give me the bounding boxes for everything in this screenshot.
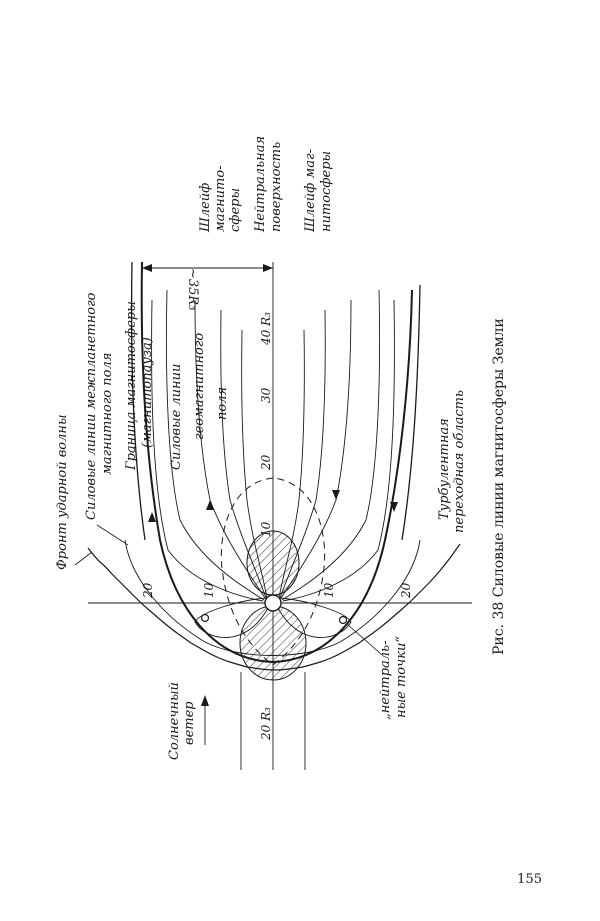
label-imf-line1: Силовые линии межпланетного: [84, 292, 99, 520]
label-imf-line2: магнитного поля: [100, 353, 115, 475]
geomagnetic-field-line: [279, 309, 326, 599]
page-number: 155: [517, 872, 542, 887]
geomagnetic-field-line: [280, 299, 352, 599]
axis-tick-40r: 40 R₃: [259, 312, 273, 346]
label-distance-35r: ~35R₃: [185, 268, 200, 310]
side-tick-20-left: 20: [141, 582, 155, 599]
neutral-point-leader: [346, 623, 383, 656]
dimension-35r-arrowhead: [142, 264, 152, 272]
label-geomagnetic-line1: Силовые линии: [169, 364, 184, 470]
axis-tick-20: 20: [259, 454, 273, 471]
label-neutral-surface-line2: поверхность: [269, 142, 284, 232]
label-neutral-surface-line1: Нейтральная: [253, 136, 268, 233]
radiation-belt-upper: [246, 530, 300, 596]
field-direction-arrow: [390, 502, 398, 512]
label-turbulent-line2: переходная область: [452, 390, 467, 533]
side-tick-10-right: 10: [322, 582, 336, 598]
side-tick-10-left: 10: [202, 582, 216, 598]
geomagnetic-field-line: [220, 309, 267, 599]
side-tick-20-right: 20: [399, 582, 413, 599]
label-bow-shock: Фронт ударной волны: [55, 414, 70, 570]
label-neutral-points-line1: „нейтраль-: [378, 640, 393, 720]
magnetopause-tail-outer: [130, 261, 146, 541]
geomagnetic-field-line: [282, 299, 395, 602]
field-direction-arrow: [332, 490, 340, 500]
dimension-35r-arrowhead: [263, 264, 273, 272]
label-solar-wind-line1: Солнечный: [167, 682, 182, 760]
neutral-point: [200, 613, 210, 623]
geomagnetic-field-line: [241, 329, 268, 599]
field-direction-arrow: [206, 500, 214, 510]
geomagnetic-field-line: [165, 289, 265, 601]
figure-caption: Рис. 38 Силовые линии магнитосферы Земли: [491, 318, 507, 655]
label-magnetopause-line2: (магнитопауза): [140, 337, 155, 448]
bow-shock-leader: [74, 551, 93, 566]
axis-tick-10: 10: [259, 521, 273, 537]
label-tail-b-line1: Шлейф маг-: [303, 149, 318, 233]
geomagnetic-field-line: [194, 597, 269, 638]
radiation-belt-lower: [239, 605, 307, 681]
label-tail-b-line2: нитосферы: [319, 151, 334, 232]
label-tail-a-line1: Шлейф: [198, 183, 213, 233]
magnetopause-tail-outer: [401, 284, 421, 541]
label-neutral-points-line2: ные точки“: [394, 636, 409, 718]
dipole-dashed-shell: [220, 477, 326, 666]
geomagnetic-field-line: [278, 329, 305, 599]
label-geomagnetic-line3: поля: [215, 387, 230, 420]
neutral-point: [338, 615, 348, 625]
solar-wind-arrowhead: [201, 695, 209, 706]
geomagnetic-field-line: [194, 299, 266, 599]
label-geomagnetic-line2: геомагнитного: [192, 333, 207, 440]
label-distance-20r: 20 R₃: [259, 707, 273, 741]
label-tail-a-line3: сферы: [228, 188, 243, 232]
axis-tick-30: 30: [259, 387, 273, 403]
field-direction-arrow: [148, 512, 156, 522]
label-turbulent-line1: Турбулентная: [437, 418, 452, 520]
earth: [264, 594, 282, 612]
label-tail-a-line2: магнито-: [213, 165, 228, 232]
label-magnetopause-line1: Граница магнитосферы: [124, 301, 139, 471]
imf-leader: [96, 524, 129, 546]
label-solar-wind-line2: ветер: [182, 701, 197, 745]
geomagnetic-field-line: [281, 289, 381, 601]
geomagnetic-field-line: [151, 299, 264, 602]
geomagnetic-field-line: [277, 597, 352, 638]
